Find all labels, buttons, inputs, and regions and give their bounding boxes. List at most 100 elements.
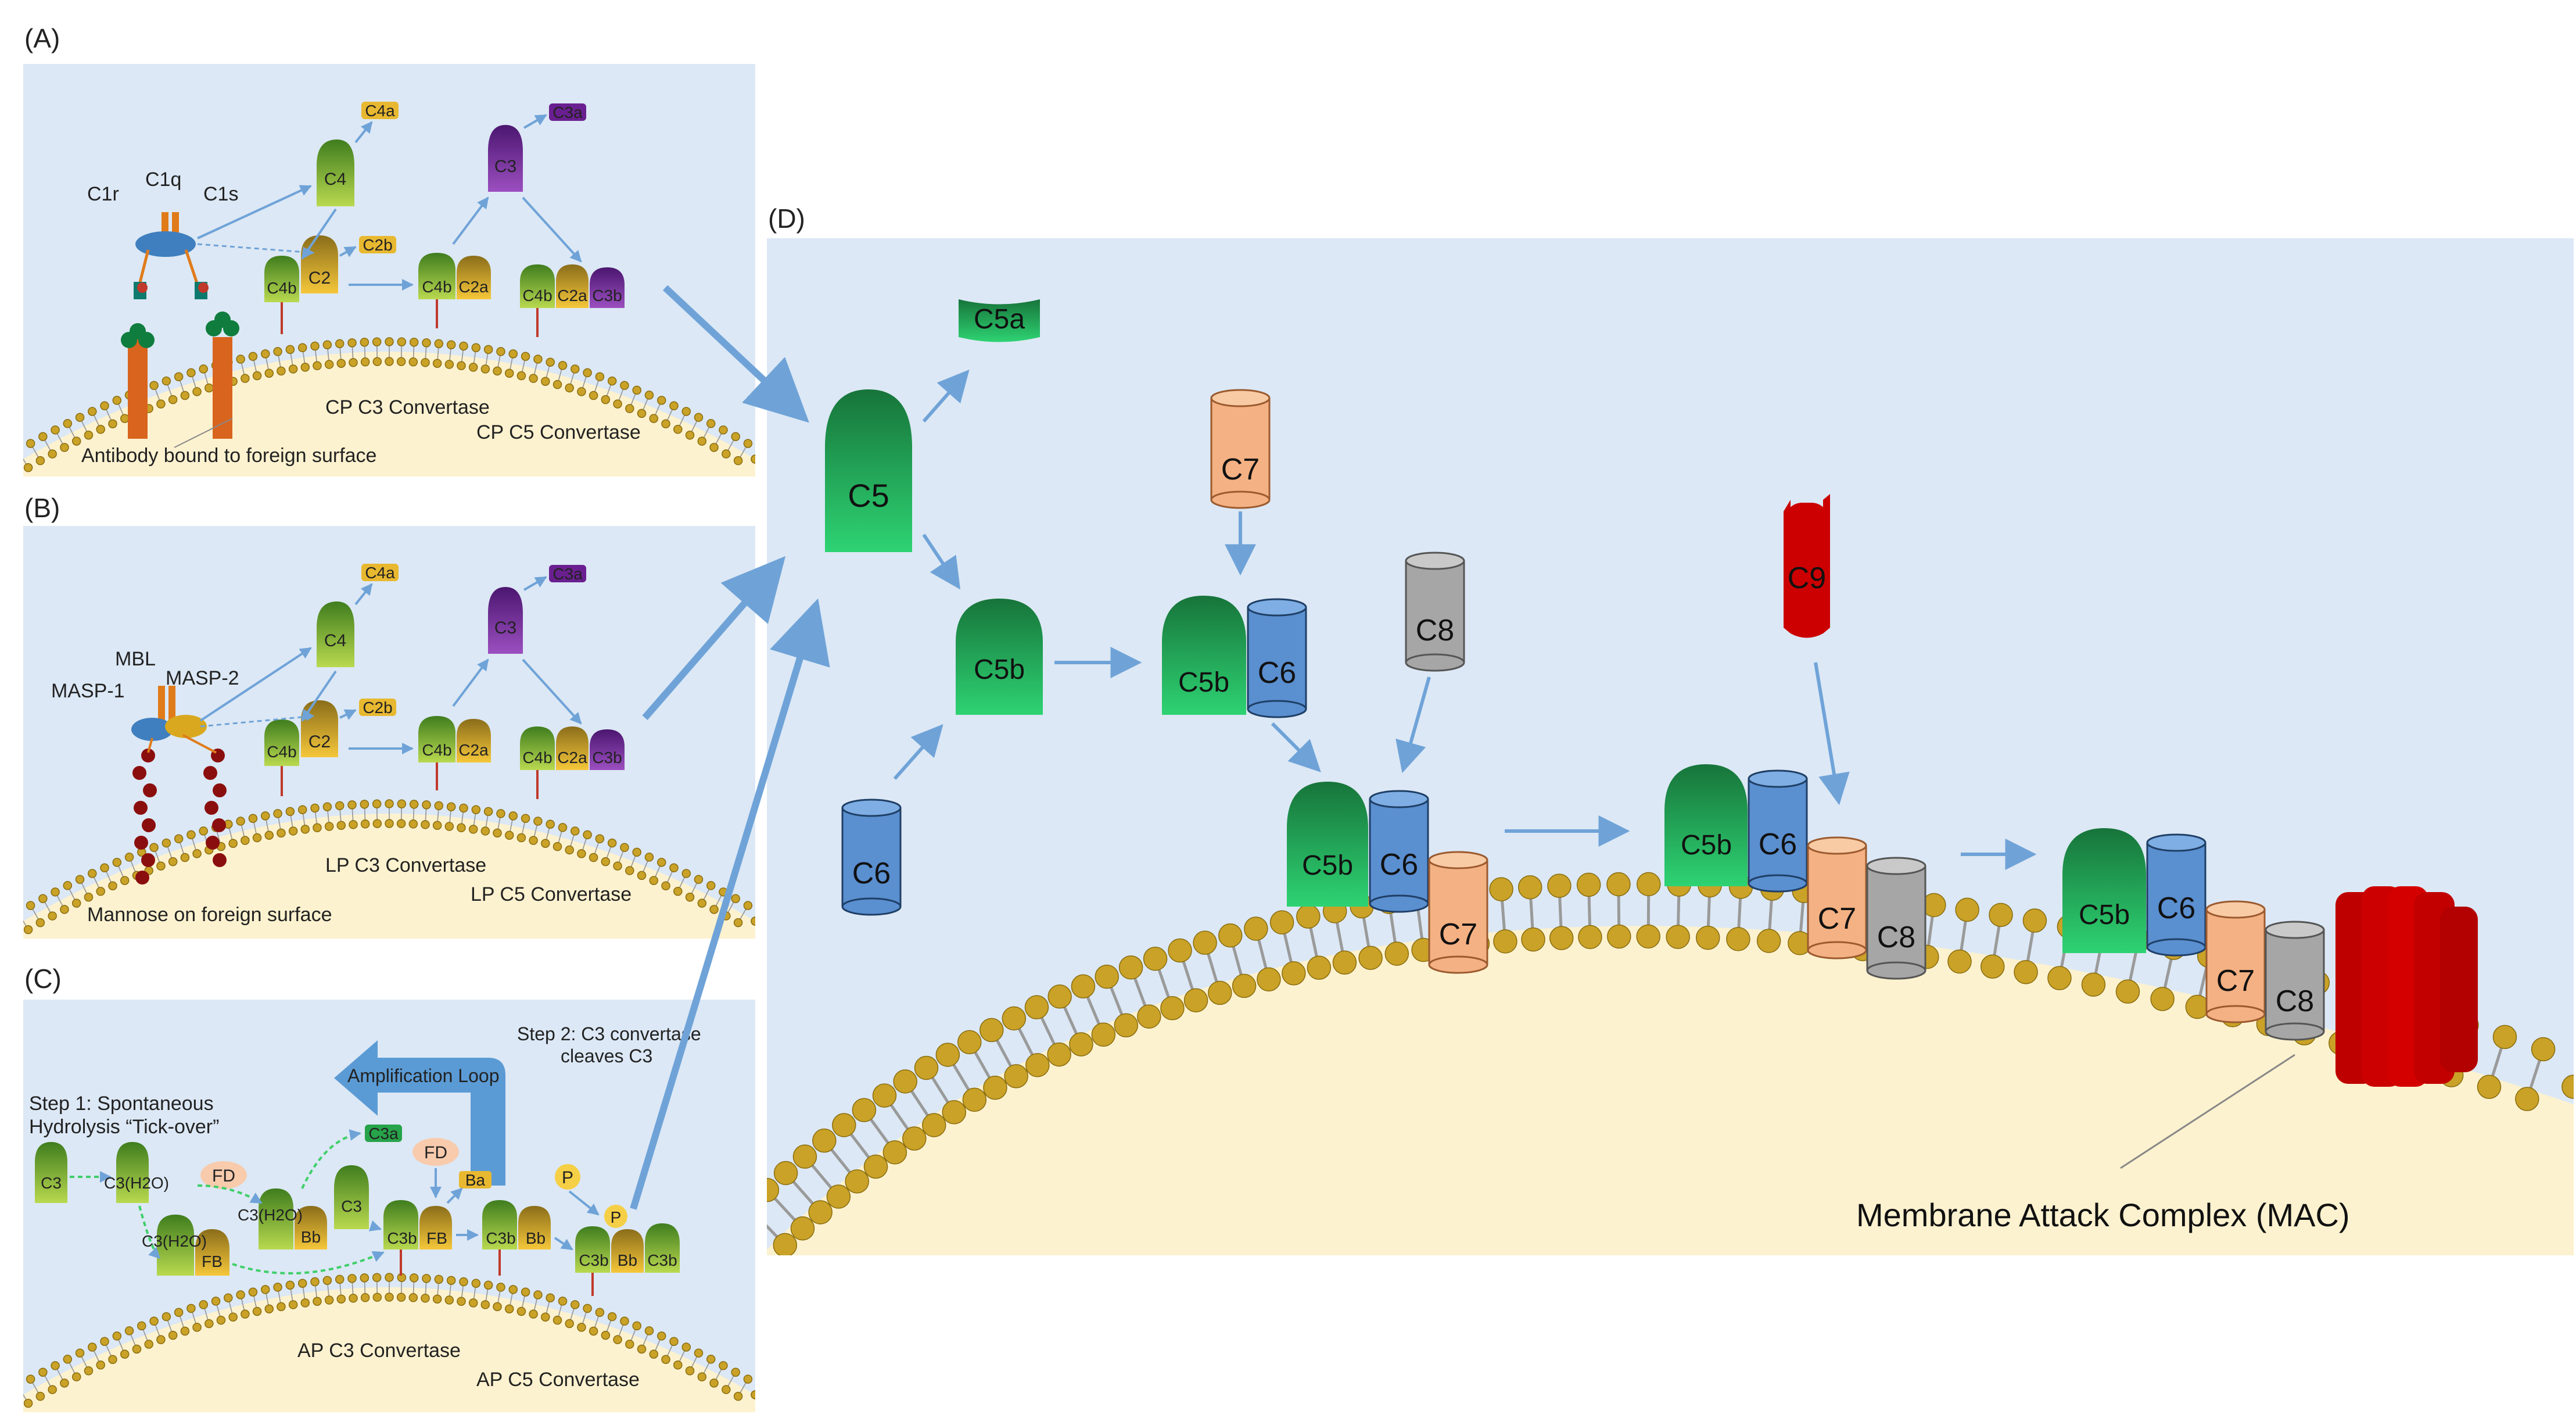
lipid-head [541,377,550,386]
c2b-fragment [359,699,396,716]
c6-label: C6 [1380,848,1418,882]
c8-protein [2265,921,2325,1041]
lipid-head [694,413,704,422]
lipid-head [589,853,598,862]
c3-protein [488,125,523,192]
lipid-head [422,338,431,348]
arrow [452,658,489,707]
c7-label: C7 [1221,453,1260,486]
lipid-head [100,1337,109,1346]
lipid-head [397,337,407,346]
antibody-stem [213,337,232,439]
lipid-head [264,368,274,378]
lipid-head [722,449,731,459]
c4b-protein [264,256,299,302]
c5-label: C5 [848,477,889,514]
lipid-head [23,463,33,472]
lipid-head [252,371,262,381]
c2a-label: C2a [458,278,489,296]
lipid-head [288,1300,298,1309]
lipid-head [637,409,647,418]
lipid-head [697,1372,707,1381]
lipid-head [26,439,35,448]
lipid-head [504,830,514,840]
lipid-head [1218,923,1243,948]
lipid-head [571,1300,580,1309]
arrow [301,1129,361,1189]
lipid-head [236,817,245,826]
c7-protein [1807,836,1867,959]
lipid-head [656,396,666,405]
lipid-head [1493,929,1517,954]
bb-label: Bb [526,1229,546,1247]
lipid-head [248,814,258,824]
lipid-head [1756,929,1781,953]
c6-protein [841,799,902,916]
properdin [555,1164,580,1190]
c5b-label: C5b [1681,830,1732,861]
lipid-head [521,814,530,824]
c3a-label: C3a [552,103,583,121]
p-label: P [562,1168,573,1187]
c6-label: C6 [1759,828,1797,861]
ap-c5-convertase-label: AP C5 Convertase [476,1369,640,1391]
lipid-head [706,1355,716,1364]
fd-protein [412,1138,459,1166]
lipid-head [446,340,456,349]
fb-label: FB [426,1229,447,1247]
lipid-head [124,1326,134,1336]
lipid-head [516,371,526,381]
lipid-head [277,828,286,838]
c3b-protein [645,1223,680,1273]
lipid-head [310,341,320,351]
lipid-head [852,1098,877,1122]
c5b-protein [1287,782,1368,907]
lipid-head [516,833,526,843]
fb-label: FB [202,1252,223,1270]
c8-protein [1866,857,1926,980]
lipid-head [408,819,418,829]
c4b-protein [520,726,555,770]
lipid-head [360,1293,370,1302]
amplification-loop-arrow [334,1040,505,1186]
lipid-head [1193,930,1217,955]
lipid-head [277,366,286,376]
lipid-head [751,916,755,926]
lipid-head [88,407,97,416]
lipid-head [504,368,514,378]
arrow [301,670,337,722]
arrow [1814,662,1850,805]
lipid-head [893,1069,917,1094]
c4-protein [317,601,354,667]
c8-label: C8 [1416,614,1454,647]
lipid-head [731,432,740,442]
c3b-label: C3b [592,749,622,767]
lipid-head [706,419,716,428]
lipid-head [174,834,184,844]
lipid-head [607,376,617,386]
bb-label: Bb [301,1228,321,1246]
masp1-label: MASP-1 [51,680,125,702]
c6-protein [1369,790,1429,913]
lipid-head [914,1055,939,1080]
c7-label: C7 [1818,902,1856,936]
big-arrow-c-to-d [630,598,830,1210]
lipid-head [685,430,695,440]
lipid-head [241,1309,250,1319]
lipid-head [681,869,691,878]
c9-protein [1785,503,1829,633]
lipid-head [60,443,69,452]
c3b-label: C3b [647,1251,677,1269]
lipid-head [1607,924,1631,949]
c3h2o-protein [259,1188,293,1249]
lipid-head [902,1126,927,1151]
lipid-head [162,1312,171,1322]
lipid-head [156,399,166,409]
lipid-head [277,1302,286,1312]
lipid-head [408,357,418,367]
lipid-head [252,833,262,843]
c2b-label: C2b [363,699,392,717]
c3b-protein [482,1200,517,1249]
lipid-head [396,1292,406,1302]
lipid-head [601,395,611,404]
